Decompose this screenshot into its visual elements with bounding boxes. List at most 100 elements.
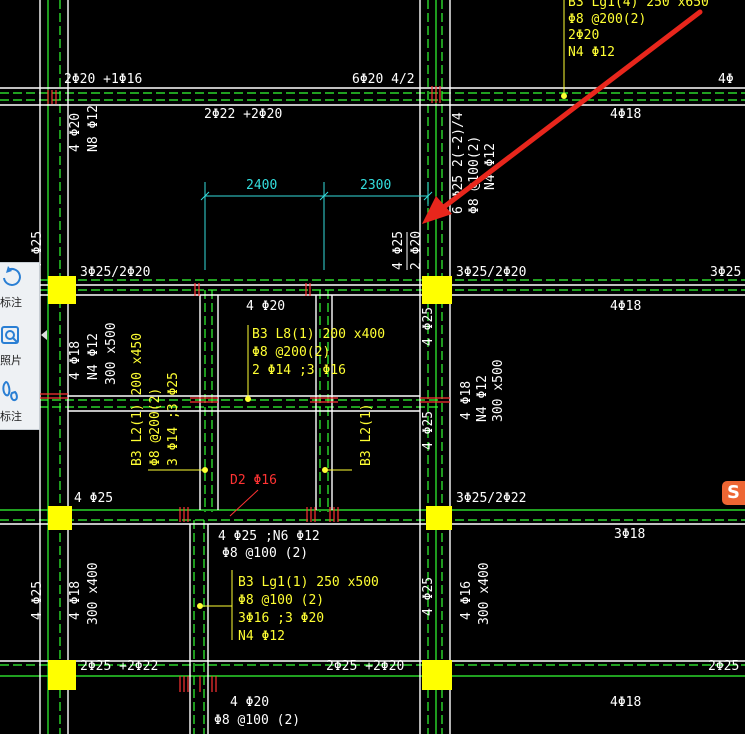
rebar-label: 2Φ22 +2Φ20 — [204, 107, 282, 122]
rebar-label: N4 Φ12 — [86, 333, 101, 380]
column — [48, 660, 76, 690]
rebar-label: 4 Φ16 — [459, 581, 474, 620]
d2-leader — [229, 489, 259, 517]
red-mark — [310, 397, 338, 403]
rebar-label: 4 Φ20 — [246, 299, 285, 314]
rebar-label: 4Φ18 — [610, 695, 641, 710]
column — [48, 506, 72, 530]
beam-annotation: 2 Φ14 ;3 Φ16 — [252, 363, 346, 378]
rebar-label: 4 Φ25 — [391, 231, 406, 270]
beam-annotation: B3 Lg1(1) 250 x500 — [238, 575, 379, 590]
rebar-label: 4 Φ20 — [68, 113, 83, 152]
rebar-label: 2Φ25 +2Φ20 — [326, 659, 404, 674]
rebar-label: 3Φ18 — [614, 527, 645, 542]
annotations: B3 Lg1(4) 250 x650 Φ8 @200(2) 2Φ20 N4 Φ1… — [30, 0, 741, 728]
rebar-label: 2Φ25 +2Φ22 — [80, 659, 158, 674]
rebar-label: N8 Φ12 — [86, 105, 101, 152]
columns[interactable] — [48, 276, 452, 690]
red-mark — [190, 397, 218, 403]
rebar-label: 3Φ25/2Φ22 — [456, 491, 526, 506]
rebar-label: 6Φ20 4/2 — [352, 72, 415, 87]
rebar-label: 4 Φ18 — [459, 381, 474, 420]
rebar-label: 2Φ20 +1Φ16 — [64, 72, 142, 87]
red-mark — [305, 283, 311, 296]
column — [422, 276, 452, 304]
footprint-icon — [2, 380, 18, 402]
rebar-label: N4 Φ12 — [483, 143, 498, 190]
refresh-icon — [3, 266, 21, 286]
red-arrow-annotation — [422, 9, 703, 224]
rebar-label: 4 Φ25 — [74, 491, 113, 506]
rebar-label: 300 x500 — [491, 359, 506, 422]
beam-annotation: B3 L2(1) 200 x450 — [130, 333, 145, 466]
tool-annotate-2[interactable]: 标注 — [0, 377, 38, 427]
rebar-label: 4 Φ25 ;N6 Φ12 — [218, 529, 320, 544]
dimension-text: 2400 — [246, 178, 277, 193]
column — [426, 506, 452, 530]
red-mark — [306, 507, 316, 522]
rebar-label: 4 Φ25 — [421, 577, 436, 616]
rebar-label: 4Φ — [718, 72, 734, 87]
tool-annotate-1[interactable]: 标注 — [0, 263, 38, 313]
red-mark — [179, 676, 189, 692]
beam-annotation: 2Φ20 — [568, 28, 599, 43]
rebar-label: Φ8 @100(2) — [467, 136, 482, 214]
red-mark — [199, 676, 217, 692]
red-mark — [47, 90, 57, 104]
rebar-label: 4 Φ25 — [421, 411, 436, 450]
beam-annotation: N4 Φ12 — [238, 629, 285, 644]
rebar-label: 4 Φ18 — [68, 341, 83, 380]
panel-collapse-arrow-icon[interactable] — [41, 330, 47, 340]
rebar-label: 4 Φ25 — [30, 231, 45, 270]
rebar-label: D2 Φ16 — [230, 473, 277, 488]
logo-letter: S — [727, 482, 740, 503]
rebar-label: 4Φ18 — [610, 299, 641, 314]
red-mark — [420, 397, 450, 403]
column — [422, 660, 452, 690]
app-logo-badge: S — [722, 481, 745, 505]
beam-annotation: B3 L8(1) 200 x400 — [252, 327, 385, 342]
tool-photo[interactable]: 照片 — [0, 321, 38, 371]
rebar-label: 4 Φ25 — [421, 307, 436, 346]
rebar-label: N4 Φ12 — [475, 375, 490, 422]
beam-annotation: Φ8 @200(2) — [148, 388, 163, 466]
rebar-label: Φ8 @100 (2) — [222, 546, 308, 561]
rebar-label: 6 Φ25 2(-2)/4 — [451, 112, 466, 214]
beam-annotation: N4 Φ12 — [568, 45, 615, 60]
rebar-label: 4 Φ25 — [30, 581, 45, 620]
red-mark — [179, 507, 189, 522]
dimension-lines — [200, 182, 433, 270]
red-mark — [431, 86, 441, 103]
rebar-label: 4 Φ20 — [230, 695, 269, 710]
rebar-label: 300 x500 — [104, 322, 119, 385]
red-mark — [40, 393, 68, 399]
beam-annotation: Φ8 @200(2) — [568, 12, 646, 27]
rebar-label: 3Φ25/2Φ20 — [456, 265, 526, 280]
red-mark — [329, 507, 339, 522]
annotation-tool-panel: 标注 照片 标注 — [0, 262, 40, 430]
red-marks — [40, 86, 450, 692]
beam-annotation: Φ8 @200(2) — [252, 345, 330, 360]
rebar-label: Φ8 @100 (2) — [214, 713, 300, 728]
beam-annotation: B3 Lg1(4) 250 x650 — [568, 0, 709, 10]
rebar-label: 4 Φ18 — [68, 581, 83, 620]
rebar-label: 2 Φ20 — [409, 231, 424, 270]
beam-annotation: 3Φ16 ;3 Φ20 — [238, 611, 324, 626]
beam-annotation: 3 Φ14 ;3 Φ25 — [166, 372, 181, 466]
rebar-label: 3Φ25/2Φ20 — [80, 265, 150, 280]
rebar-label: 2Φ25 — [708, 659, 739, 674]
rebar-label: 3Φ25 — [710, 265, 741, 280]
beam-annotation: B3 L2(1) — [359, 403, 374, 466]
dimension-text: 2300 — [360, 178, 391, 193]
photo-search-icon — [1, 326, 19, 344]
column — [48, 276, 76, 304]
rebar-label: 4Φ18 — [610, 107, 641, 122]
rebar-label: 300 x400 — [477, 562, 492, 625]
beam-annotation: Φ8 @100 (2) — [238, 593, 324, 608]
red-mark — [194, 283, 200, 296]
rebar-label: 300 x400 — [86, 562, 101, 625]
